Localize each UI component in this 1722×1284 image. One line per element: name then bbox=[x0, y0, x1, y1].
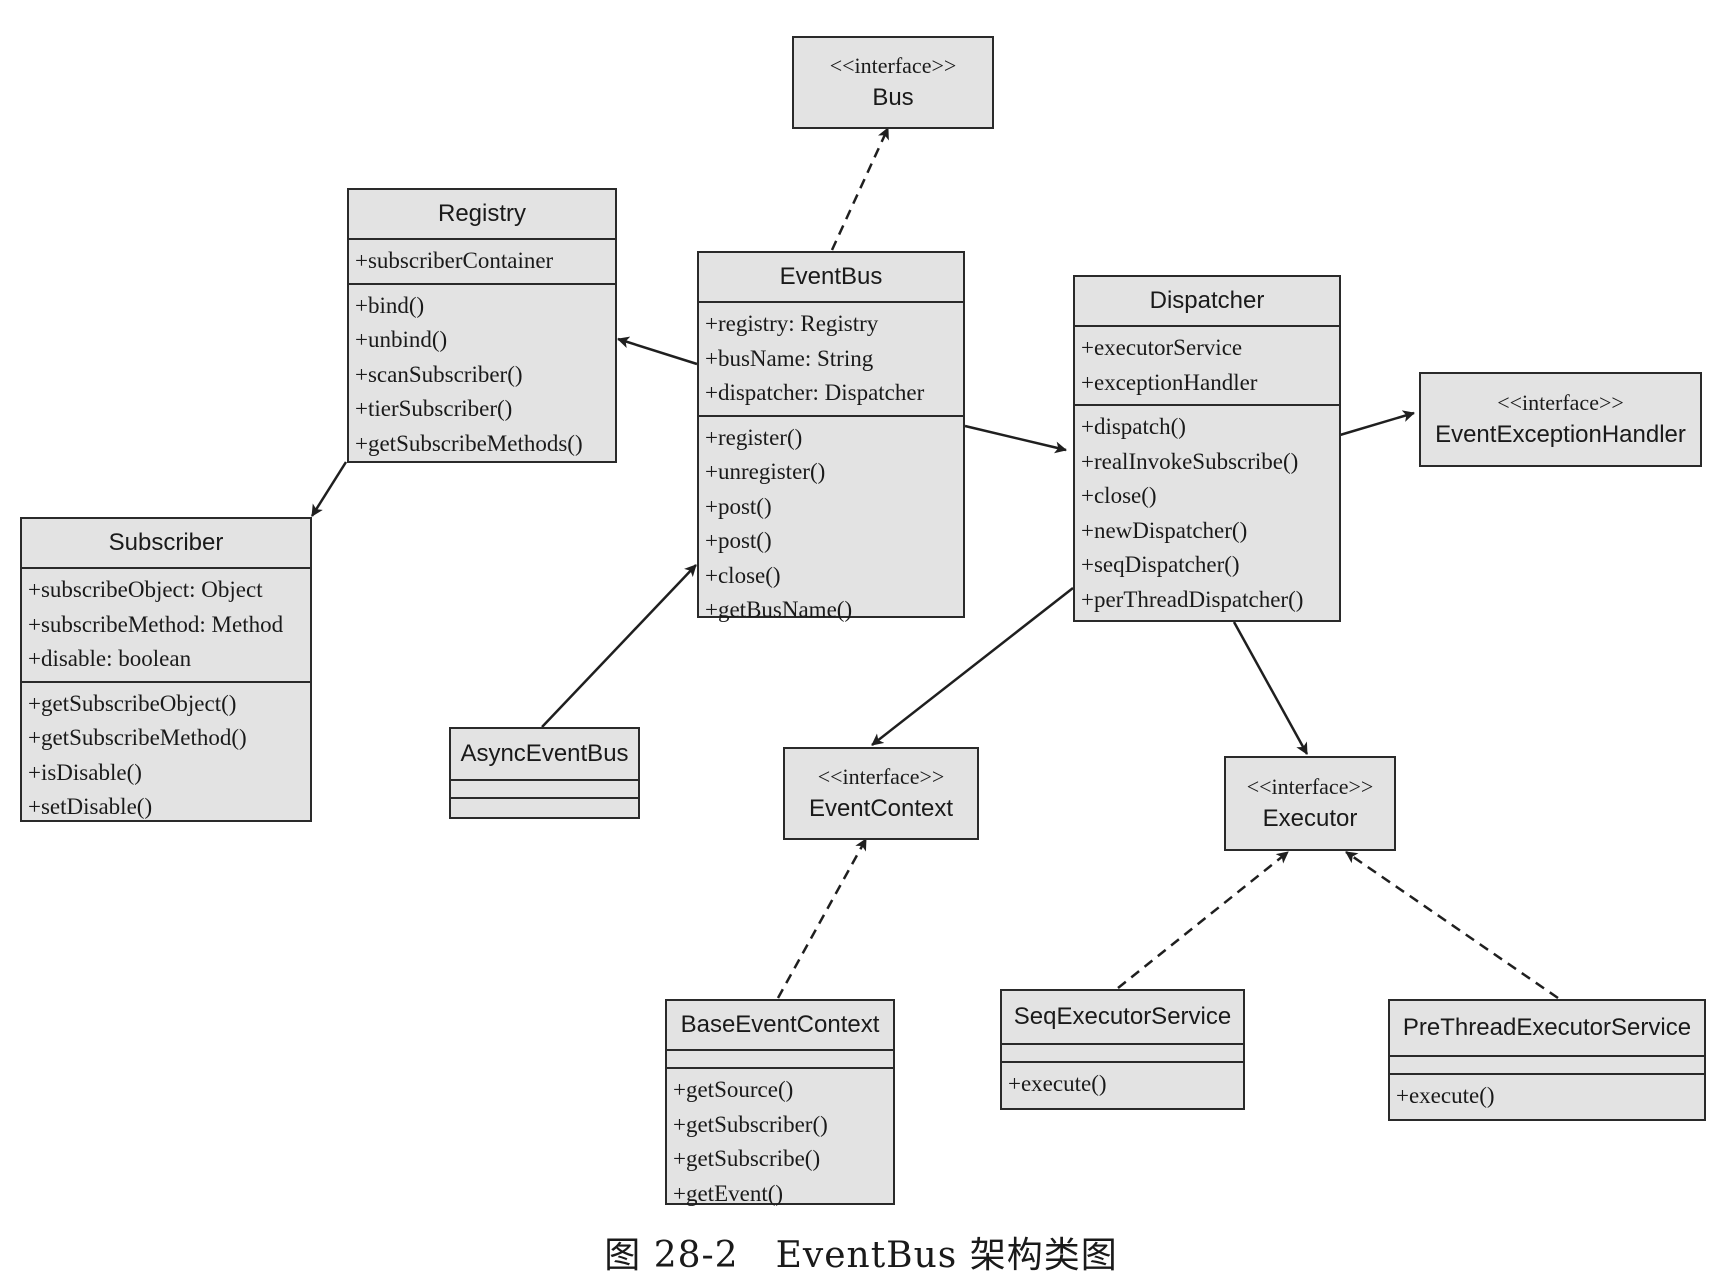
subscriber-attribute: +subscribeMethod: Method bbox=[28, 611, 284, 637]
eventbus-method: +unregister() bbox=[705, 459, 826, 484]
dispatcher-class: Dispatcher +executorService +exceptionHa… bbox=[1073, 275, 1341, 622]
registry-name: Registry bbox=[349, 190, 615, 240]
generalization-asynceventbus-eventbus bbox=[541, 564, 697, 728]
bus-name: Bus bbox=[872, 83, 914, 111]
dispatcher-attribute: +exceptionHandler bbox=[1081, 369, 1258, 395]
subscriber-method: +isDisable() bbox=[28, 759, 142, 785]
asynceventbus-methods bbox=[451, 799, 638, 817]
registry-method: +tierSubscriber() bbox=[355, 396, 513, 421]
eventbus-attribute: +registry: Registry bbox=[705, 311, 879, 336]
association-dispatcher-executor bbox=[1232, 621, 1309, 755]
registry-method: +getSubscribeMethods() bbox=[355, 430, 583, 456]
eventbus-attribute: +busName: String bbox=[705, 345, 874, 371]
registry-attributes: +subscriberContainer bbox=[349, 240, 615, 285]
subscriber-method: +getSubscribeObject() bbox=[28, 690, 237, 716]
realization-eventbus-bus bbox=[830, 127, 890, 251]
subscriber-methods: +getSubscribeObject() +getSubscribeMetho… bbox=[22, 683, 310, 829]
eventbus-name: EventBus bbox=[699, 253, 963, 303]
baseeventcontext-attributes bbox=[667, 1051, 893, 1069]
association-eventbus-dispatcher bbox=[964, 424, 1067, 454]
eventbus-attributes: +registry: Registry +busName: String +di… bbox=[699, 303, 963, 417]
registry-method: +unbind() bbox=[355, 327, 448, 352]
prethreadexecutorservice-name: PreThreadExecutorService bbox=[1390, 1001, 1704, 1057]
dispatcher-name: Dispatcher bbox=[1075, 277, 1339, 327]
asynceventbus-attributes bbox=[451, 781, 638, 799]
asynceventbus-class: AsyncEventBus bbox=[449, 727, 640, 819]
association-eventbus-registry bbox=[617, 336, 698, 366]
subscriber-attribute: +disable: boolean bbox=[28, 646, 192, 671]
eventbus-method: +post() bbox=[705, 493, 772, 519]
realization-seqexecutor-executor bbox=[1117, 851, 1289, 989]
eventbus-methods: +register() +unregister() +post() +post(… bbox=[699, 417, 963, 632]
registry-method: +scanSubscriber() bbox=[355, 361, 523, 387]
realization-prethreadexecutor-executor bbox=[1345, 850, 1559, 1000]
eventexceptionhandler-stereotype: <<interface>> bbox=[1497, 389, 1624, 415]
eventbus-class: EventBus +registry: Registry +busName: S… bbox=[697, 251, 965, 622]
subscriber-name: Subscriber bbox=[22, 519, 310, 569]
dispatcher-attribute: +executorService bbox=[1081, 335, 1243, 360]
dispatcher-attributes: +executorService +exceptionHandler bbox=[1075, 327, 1339, 406]
dispatcher-method: +close() bbox=[1081, 483, 1157, 508]
dispatcher-methods: +dispatch() +realInvokeSubscribe() +clos… bbox=[1075, 406, 1339, 621]
baseeventcontext-method: +getSubscribe() bbox=[673, 1146, 821, 1171]
eventexceptionhandler-interface: <<interface>> EventExceptionHandler bbox=[1419, 372, 1702, 467]
executor-name: Executor bbox=[1262, 804, 1358, 832]
baseeventcontext-name: BaseEventContext bbox=[667, 1001, 893, 1051]
bus-interface: <<interface>> Bus bbox=[792, 36, 994, 129]
eventcontext-stereotype: <<interface>> bbox=[817, 763, 945, 789]
eventbus-attribute: +dispatcher: Dispatcher bbox=[705, 380, 925, 405]
seqexecutorservice-methods: +execute() bbox=[1002, 1063, 1243, 1108]
seqexecutorservice-class: SeqExecutorService +execute() bbox=[1000, 989, 1245, 1110]
subscriber-attribute: +subscribeObject: Object bbox=[28, 577, 263, 602]
subscriber-attributes: +subscribeObject: Object +subscribeMetho… bbox=[22, 569, 310, 683]
dispatcher-method: +perThreadDispatcher() bbox=[1081, 586, 1304, 612]
baseeventcontext-class: BaseEventContext +getSource() +getSubscr… bbox=[665, 999, 895, 1206]
executor-interface: <<interface>> Executor bbox=[1224, 756, 1396, 851]
association-dispatcher-eventcontext bbox=[871, 587, 1074, 746]
registry-attribute: +subscriberContainer bbox=[355, 248, 554, 273]
eventcontext-interface: <<interface>> EventContext bbox=[783, 747, 979, 840]
seqexecutorservice-name: SeqExecutorService bbox=[1002, 991, 1243, 1045]
subscriber-method: +getSubscribeMethod() bbox=[28, 725, 247, 750]
asynceventbus-name: AsyncEventBus bbox=[451, 729, 638, 781]
dispatcher-method: +realInvokeSubscribe() bbox=[1081, 448, 1299, 474]
subscriber-class: Subscriber +subscribeObject: Object +sub… bbox=[20, 517, 312, 822]
baseeventcontext-method: +getEvent() bbox=[673, 1180, 784, 1206]
eventbus-method: +register() bbox=[705, 424, 803, 450]
baseeventcontext-methods: +getSource() +getSubscriber() +getSubscr… bbox=[667, 1069, 893, 1215]
eventexceptionhandler-name: EventExceptionHandler bbox=[1435, 420, 1686, 448]
dispatcher-method: +dispatch() bbox=[1081, 414, 1186, 439]
realization-baseeventcontext-eventcontext bbox=[776, 838, 868, 999]
association-registry-subscriber bbox=[310, 461, 348, 517]
seqexecutorservice-method: +execute() bbox=[1008, 1071, 1107, 1096]
dispatcher-method: +newDispatcher() bbox=[1081, 517, 1248, 543]
figure-caption: 图 28-2 EventBus 架构类图 bbox=[604, 1235, 1118, 1276]
eventcontext-name: EventContext bbox=[808, 794, 954, 822]
registry-methods: +bind() +unbind() +scanSubscriber() +tie… bbox=[349, 285, 615, 466]
association-dispatcher-exceptionhandler bbox=[1339, 410, 1415, 437]
prethreadexecutorservice-method: +execute() bbox=[1396, 1083, 1495, 1108]
eventbus-method: +close() bbox=[705, 562, 781, 588]
bus-stereotype: <<interface>> bbox=[829, 52, 957, 78]
subscriber-method: +setDisable() bbox=[28, 794, 153, 819]
baseeventcontext-method: +getSubscriber() bbox=[673, 1111, 828, 1137]
prethreadexecutorservice-methods: +execute() bbox=[1390, 1075, 1704, 1119]
prethreadexecutorservice-attributes bbox=[1390, 1057, 1704, 1075]
dispatcher-method: +seqDispatcher() bbox=[1081, 552, 1240, 577]
eventbus-method: +post() bbox=[705, 528, 772, 553]
baseeventcontext-method: +getSource() bbox=[673, 1077, 794, 1102]
executor-stereotype: <<interface>> bbox=[1246, 773, 1374, 799]
eventbus-method: +getBusName() bbox=[705, 597, 853, 622]
registry-class: Registry +subscriberContainer +bind() +u… bbox=[347, 188, 617, 463]
seqexecutorservice-attributes bbox=[1002, 1045, 1243, 1063]
prethreadexecutorservice-class: PreThreadExecutorService +execute() bbox=[1388, 999, 1706, 1121]
registry-method: +bind() bbox=[355, 292, 425, 318]
